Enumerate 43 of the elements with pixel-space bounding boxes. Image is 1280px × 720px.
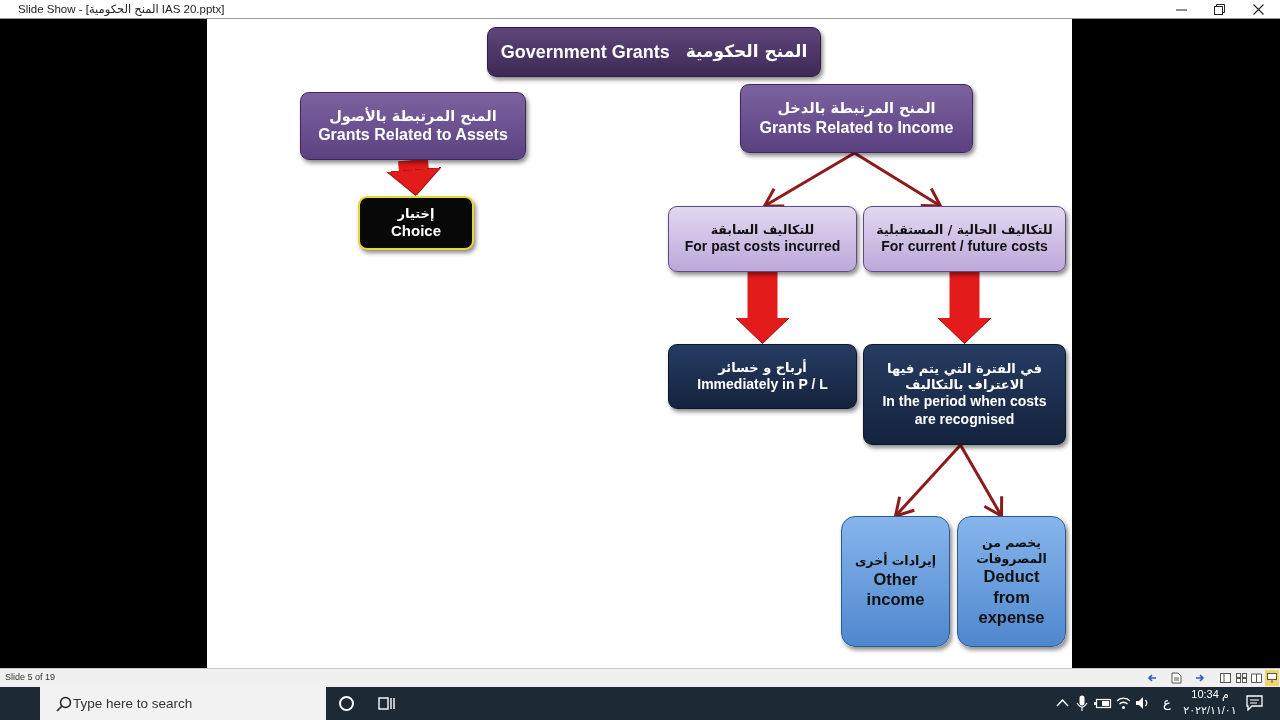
arrow [894, 444, 962, 518]
option-box [841, 516, 950, 647]
english-label: For past costs incurred [684, 238, 841, 256]
block-arrow [735, 272, 790, 344]
arrow [763, 151, 856, 208]
choice-box [358, 196, 474, 250]
arabic-label: في الفترة التي يتم فيها الاعتراف بالتكاليف [886, 360, 1043, 394]
english-label: Immediately in P / L [697, 375, 828, 394]
arabic-label: للتكاليف الحالية / المستقبلية [876, 222, 1053, 239]
block-arrow [937, 272, 992, 344]
english-label: For current / future costs [881, 238, 1048, 256]
english-label: Government Grants [500, 40, 670, 64]
arabic-label: المنح المرتبطة بالدخل [777, 99, 936, 118]
search-field: Type here to search [40, 687, 326, 720]
clock-date: ٢٠٢٢/١١/٠١ [1182, 704, 1238, 717]
english-label: Other income [865, 568, 926, 610]
english-label: Grants Related to Assets [318, 125, 508, 146]
window-title: Slide Show - [المنح الحكومية IAS 20.pptx] [18, 2, 225, 16]
treatment-box [863, 344, 1066, 445]
cost-box [668, 206, 857, 272]
english-label: Deduct from expense [977, 566, 1046, 629]
arabic-label: المنح الحكومية [685, 41, 808, 63]
arrow [959, 444, 1004, 518]
english-label: Grants Related to Income [759, 117, 954, 138]
category-box [740, 84, 973, 153]
block-arrow [386, 158, 442, 196]
cost-box [863, 206, 1066, 272]
title-banner [487, 27, 821, 77]
arabic-label: المنح المرتبطة بالأصول [329, 106, 497, 126]
clock-time: 10:34 م [1190, 688, 1230, 701]
treatment-box [668, 344, 857, 409]
arabic-label: أرباح و خسائر [718, 359, 807, 376]
english-label: Choice [391, 221, 441, 241]
arabic-label: إختيار [397, 205, 435, 222]
arabic-label: يخصم من المصروفات [975, 534, 1048, 567]
arabic-label: إيرادات أخرى [854, 553, 937, 569]
arrow [853, 151, 942, 208]
slide-counter: Slide 5 of 19 [5, 672, 56, 682]
option-box [957, 516, 1066, 647]
english-label: In the period when costs are recognised [881, 393, 1048, 429]
keyboard-language: ع [1163, 695, 1171, 710]
arabic-label: للتكاليف السابقة [710, 222, 815, 239]
category-box [300, 92, 526, 160]
